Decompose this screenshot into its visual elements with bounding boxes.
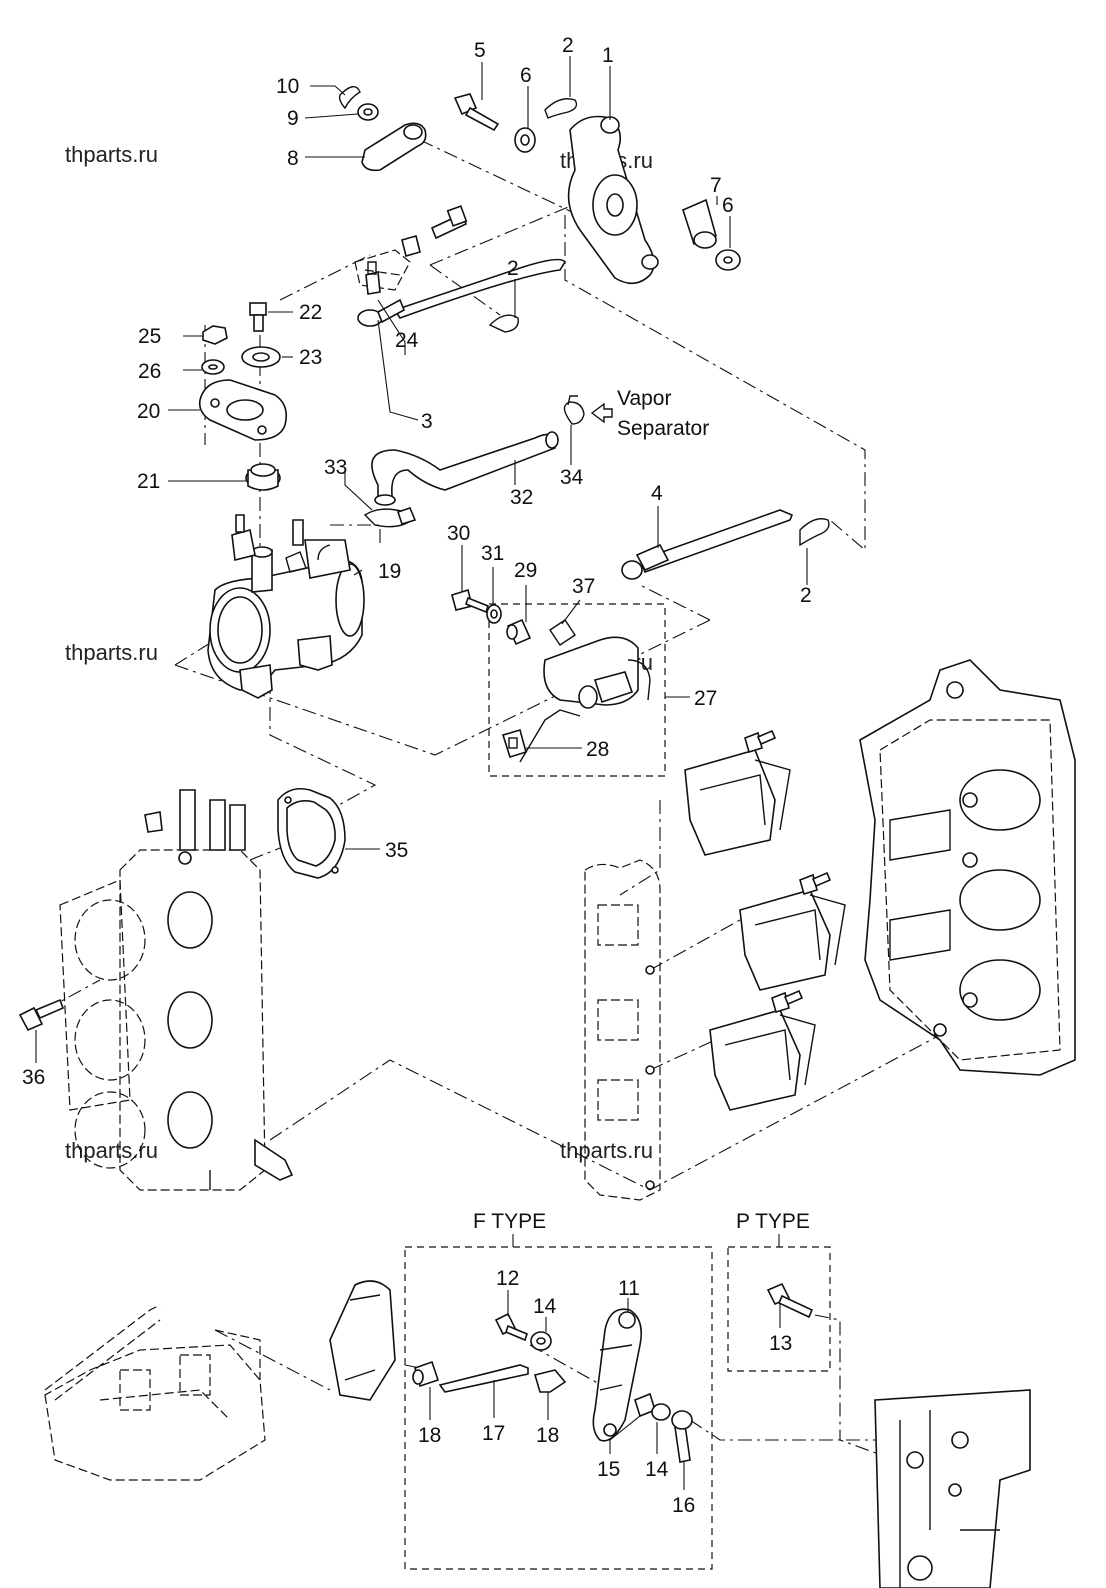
vapor-label: Vapor xyxy=(617,387,671,410)
reed-valve-set xyxy=(584,729,846,1201)
callout-2: 2 xyxy=(562,34,574,57)
callout-14: 14 xyxy=(645,1458,669,1481)
callout-25: 25 xyxy=(138,325,161,348)
bolt-36 xyxy=(18,998,65,1032)
vapor-separator-label: Vapor Separator xyxy=(617,387,709,440)
callout-numbers: 1 2 2 2 3 4 5 6 6 7 8 9 10 11 12 13 14 1… xyxy=(22,34,812,1517)
callout-23: 23 xyxy=(299,346,322,369)
callout-18: 18 xyxy=(418,1424,441,1447)
callout-2: 2 xyxy=(800,584,812,607)
callout-31: 31 xyxy=(481,542,504,565)
callout-22: 22 xyxy=(299,301,322,324)
callout-15: 15 xyxy=(597,1458,620,1481)
callout-4: 4 xyxy=(651,482,663,505)
callout-27: 27 xyxy=(694,687,717,710)
link-rods xyxy=(357,258,830,580)
callout-24: 24 xyxy=(395,329,419,352)
callout-10: 10 xyxy=(276,75,299,98)
throttle-body xyxy=(207,514,365,699)
callout-33: 33 xyxy=(324,456,347,479)
callout-20: 20 xyxy=(137,400,160,423)
watermark: thparts.ru xyxy=(65,142,158,167)
watermark: thparts.ru xyxy=(65,640,158,665)
sensor-assembly xyxy=(451,588,666,777)
callout-30: 30 xyxy=(447,522,470,545)
throttle-lever-assembly xyxy=(338,86,741,285)
callout-21: 21 xyxy=(137,470,160,493)
callout-18: 18 xyxy=(536,1424,559,1447)
f-type-group: F TYPE xyxy=(404,1210,713,1570)
callout-7: 7 xyxy=(710,174,722,197)
callout-37: 37 xyxy=(572,575,595,598)
callout-26: 26 xyxy=(138,360,161,383)
callout-19: 19 xyxy=(378,560,401,583)
watermark: thparts.ru xyxy=(65,1138,158,1163)
callout-6: 6 xyxy=(520,64,532,87)
callout-34: 34 xyxy=(560,466,584,489)
leader-lines xyxy=(35,56,808,1490)
callout-32: 32 xyxy=(510,486,533,509)
callout-1: 1 xyxy=(602,44,614,67)
callout-13: 13 xyxy=(769,1332,792,1355)
callout-28: 28 xyxy=(586,738,609,761)
callout-16: 16 xyxy=(672,1494,695,1517)
callout-35: 35 xyxy=(385,839,408,862)
engine-ghost-lower xyxy=(44,1280,396,1481)
p-type-label: P TYPE xyxy=(736,1210,810,1233)
plate-assembly xyxy=(198,302,288,491)
callout-17: 17 xyxy=(482,1422,505,1445)
callout-6: 6 xyxy=(722,194,734,217)
clip-icon xyxy=(338,86,361,110)
callout-36: 36 xyxy=(22,1066,45,1089)
watermark: thparts.ru xyxy=(560,1138,653,1163)
ghost-linkage xyxy=(354,249,411,291)
f-type-boundary xyxy=(404,1246,713,1570)
p-type-group: P TYPE xyxy=(727,1210,831,1372)
callout-5: 5 xyxy=(474,39,486,62)
separator-label: Separator xyxy=(617,417,709,440)
callout-14: 14 xyxy=(533,1295,557,1318)
callout-3: 3 xyxy=(421,410,433,433)
callout-29: 29 xyxy=(514,559,537,582)
callout-12: 12 xyxy=(496,1267,519,1290)
callout-11: 11 xyxy=(618,1277,640,1300)
gasket xyxy=(277,787,346,879)
f-type-label: F TYPE xyxy=(473,1210,546,1233)
callout-9: 9 xyxy=(287,107,299,130)
callout-2: 2 xyxy=(507,257,519,280)
intake-manifold xyxy=(59,789,294,1191)
lower-housing xyxy=(874,1389,1031,1588)
crankcase xyxy=(859,659,1076,1076)
hose-assembly xyxy=(363,395,585,528)
vapor-arrow-icon xyxy=(590,402,613,424)
callout-8: 8 xyxy=(287,147,299,170)
